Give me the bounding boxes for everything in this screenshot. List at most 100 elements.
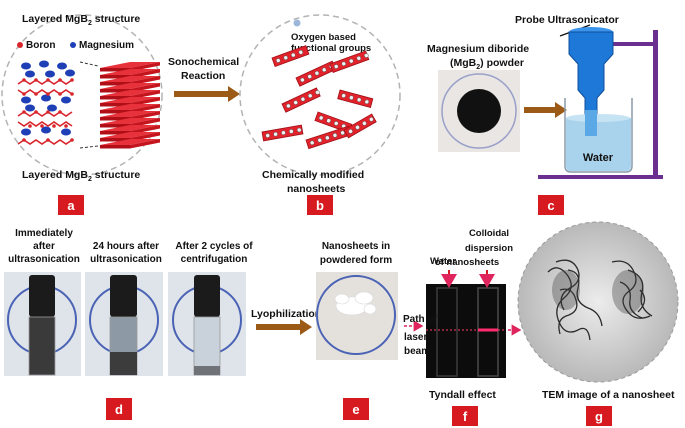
beaker-water (566, 118, 631, 171)
stack-plate (100, 69, 160, 75)
vial-cap (194, 275, 220, 317)
functional-group (293, 100, 298, 105)
sonochemical-label-1: Sonochemical (168, 56, 239, 68)
stack-plate (100, 132, 160, 138)
magnesium-legend-dot (70, 42, 76, 48)
tyndall-caption: Tyndall effect (429, 389, 496, 401)
stack-plate-edge (100, 82, 130, 86)
boron-atoms (22, 78, 74, 142)
stack-plate (100, 62, 160, 68)
vial-photo-3 (168, 272, 246, 376)
badge-d-label: d (115, 402, 123, 417)
functional-group (364, 53, 369, 58)
stack-plate-edge (100, 68, 130, 72)
legend-magnesium: Magnesium (79, 40, 134, 51)
cuvette-colloid (477, 287, 499, 377)
panel-b-dashed-circle (239, 14, 401, 176)
oxygen-group-dot (293, 19, 301, 27)
stack-plate (100, 97, 160, 103)
badge-b (307, 195, 333, 215)
vial3-label-2: centrifugation (181, 254, 248, 265)
atomic-lattice (17, 60, 75, 145)
nanosheet (314, 111, 353, 134)
panel-b-caption-1: Chemically modified (262, 169, 364, 181)
functional-group (332, 133, 338, 138)
laser-label-1: Path of (403, 314, 438, 325)
zoom-line-top (79, 61, 99, 67)
vial-clear-dispersion (193, 316, 221, 376)
probe-body (568, 31, 614, 123)
stack-plate-edge (100, 110, 130, 114)
panel-a-dashed-circle (1, 14, 163, 176)
tem-caption: TEM image of a nanosheet (542, 389, 675, 401)
stack-plate-edge (100, 145, 130, 149)
stack-plate (100, 90, 160, 96)
functional-group (307, 93, 313, 99)
panel-b-top-line1: Oxygen based (291, 32, 356, 43)
nanosheet (261, 124, 304, 142)
stack-plate (100, 111, 160, 117)
zoom-line-bottom (79, 145, 99, 149)
stack-plate (100, 83, 160, 89)
powder-photo-e (316, 272, 398, 360)
functional-group (340, 130, 345, 136)
vial2-label-1: 24 hours after (93, 241, 159, 252)
vial1-label-1: Immediately (15, 228, 73, 239)
panel-b: Oxygen based functional groups Chemicall… (239, 14, 401, 215)
panel-d: Immediately after ultrasonication 24 hou… (4, 228, 253, 420)
functional-group (314, 70, 320, 76)
functional-group (283, 55, 289, 61)
functional-group (296, 127, 302, 133)
stack-plate-edge (100, 131, 130, 135)
stack-plate-edge (100, 103, 130, 107)
powder-label-1: Magnesium diboride (427, 43, 529, 55)
badge-a-label: a (67, 198, 75, 213)
badge-g-label: g (595, 409, 603, 424)
beaker (564, 98, 633, 173)
badge-e (343, 398, 369, 420)
functional-group (318, 115, 324, 121)
functional-group (356, 97, 362, 103)
vial-photo-2 (85, 272, 163, 376)
probe (568, 27, 614, 123)
legend-boron: Boron (26, 40, 55, 51)
vial1-label-2: after (33, 241, 55, 252)
functional-group (273, 131, 278, 137)
panel-c: Probe Ultrasonicator Magnesium diboride … (427, 14, 663, 215)
functional-group (309, 140, 315, 145)
laser-label-2: laser (404, 332, 427, 343)
vial-cap (29, 275, 55, 317)
nanosheet (329, 50, 370, 73)
functional-group (326, 118, 331, 123)
boron-layers (17, 79, 73, 145)
nanosheet (271, 45, 310, 67)
vial-photo-1 (4, 272, 81, 376)
badge-g (586, 406, 612, 426)
stack-plate (100, 139, 160, 145)
lyophilization-arrow: Lyophilization (251, 308, 321, 335)
colloid-label-1: Colloidal (469, 228, 509, 239)
functional-group (349, 95, 354, 100)
stack-plate-edge (100, 89, 130, 93)
badge-a (58, 195, 84, 215)
lyophilization-label: Lyophilization (251, 308, 321, 320)
powder-label-2: (MgB2) powder (450, 57, 524, 71)
functional-group (356, 56, 362, 61)
stack-plate (100, 125, 160, 131)
functional-group (364, 99, 370, 105)
functional-group (333, 64, 339, 69)
tyndall-photo (426, 284, 506, 378)
powder-photo (438, 70, 520, 152)
badge-f (452, 406, 478, 426)
stack-plate-edge (100, 75, 130, 79)
stack-plate-edge (100, 138, 130, 142)
badge-f-label: f (463, 409, 468, 424)
mgb2-powder (457, 89, 501, 133)
panel-b-caption-2: nanosheets (287, 183, 346, 195)
arrow-shape-3 (256, 319, 312, 335)
functional-group (317, 138, 323, 143)
functional-group (307, 74, 312, 79)
functional-group (281, 130, 286, 136)
panel-a-caption: Layered MgB2 structure (22, 169, 140, 183)
